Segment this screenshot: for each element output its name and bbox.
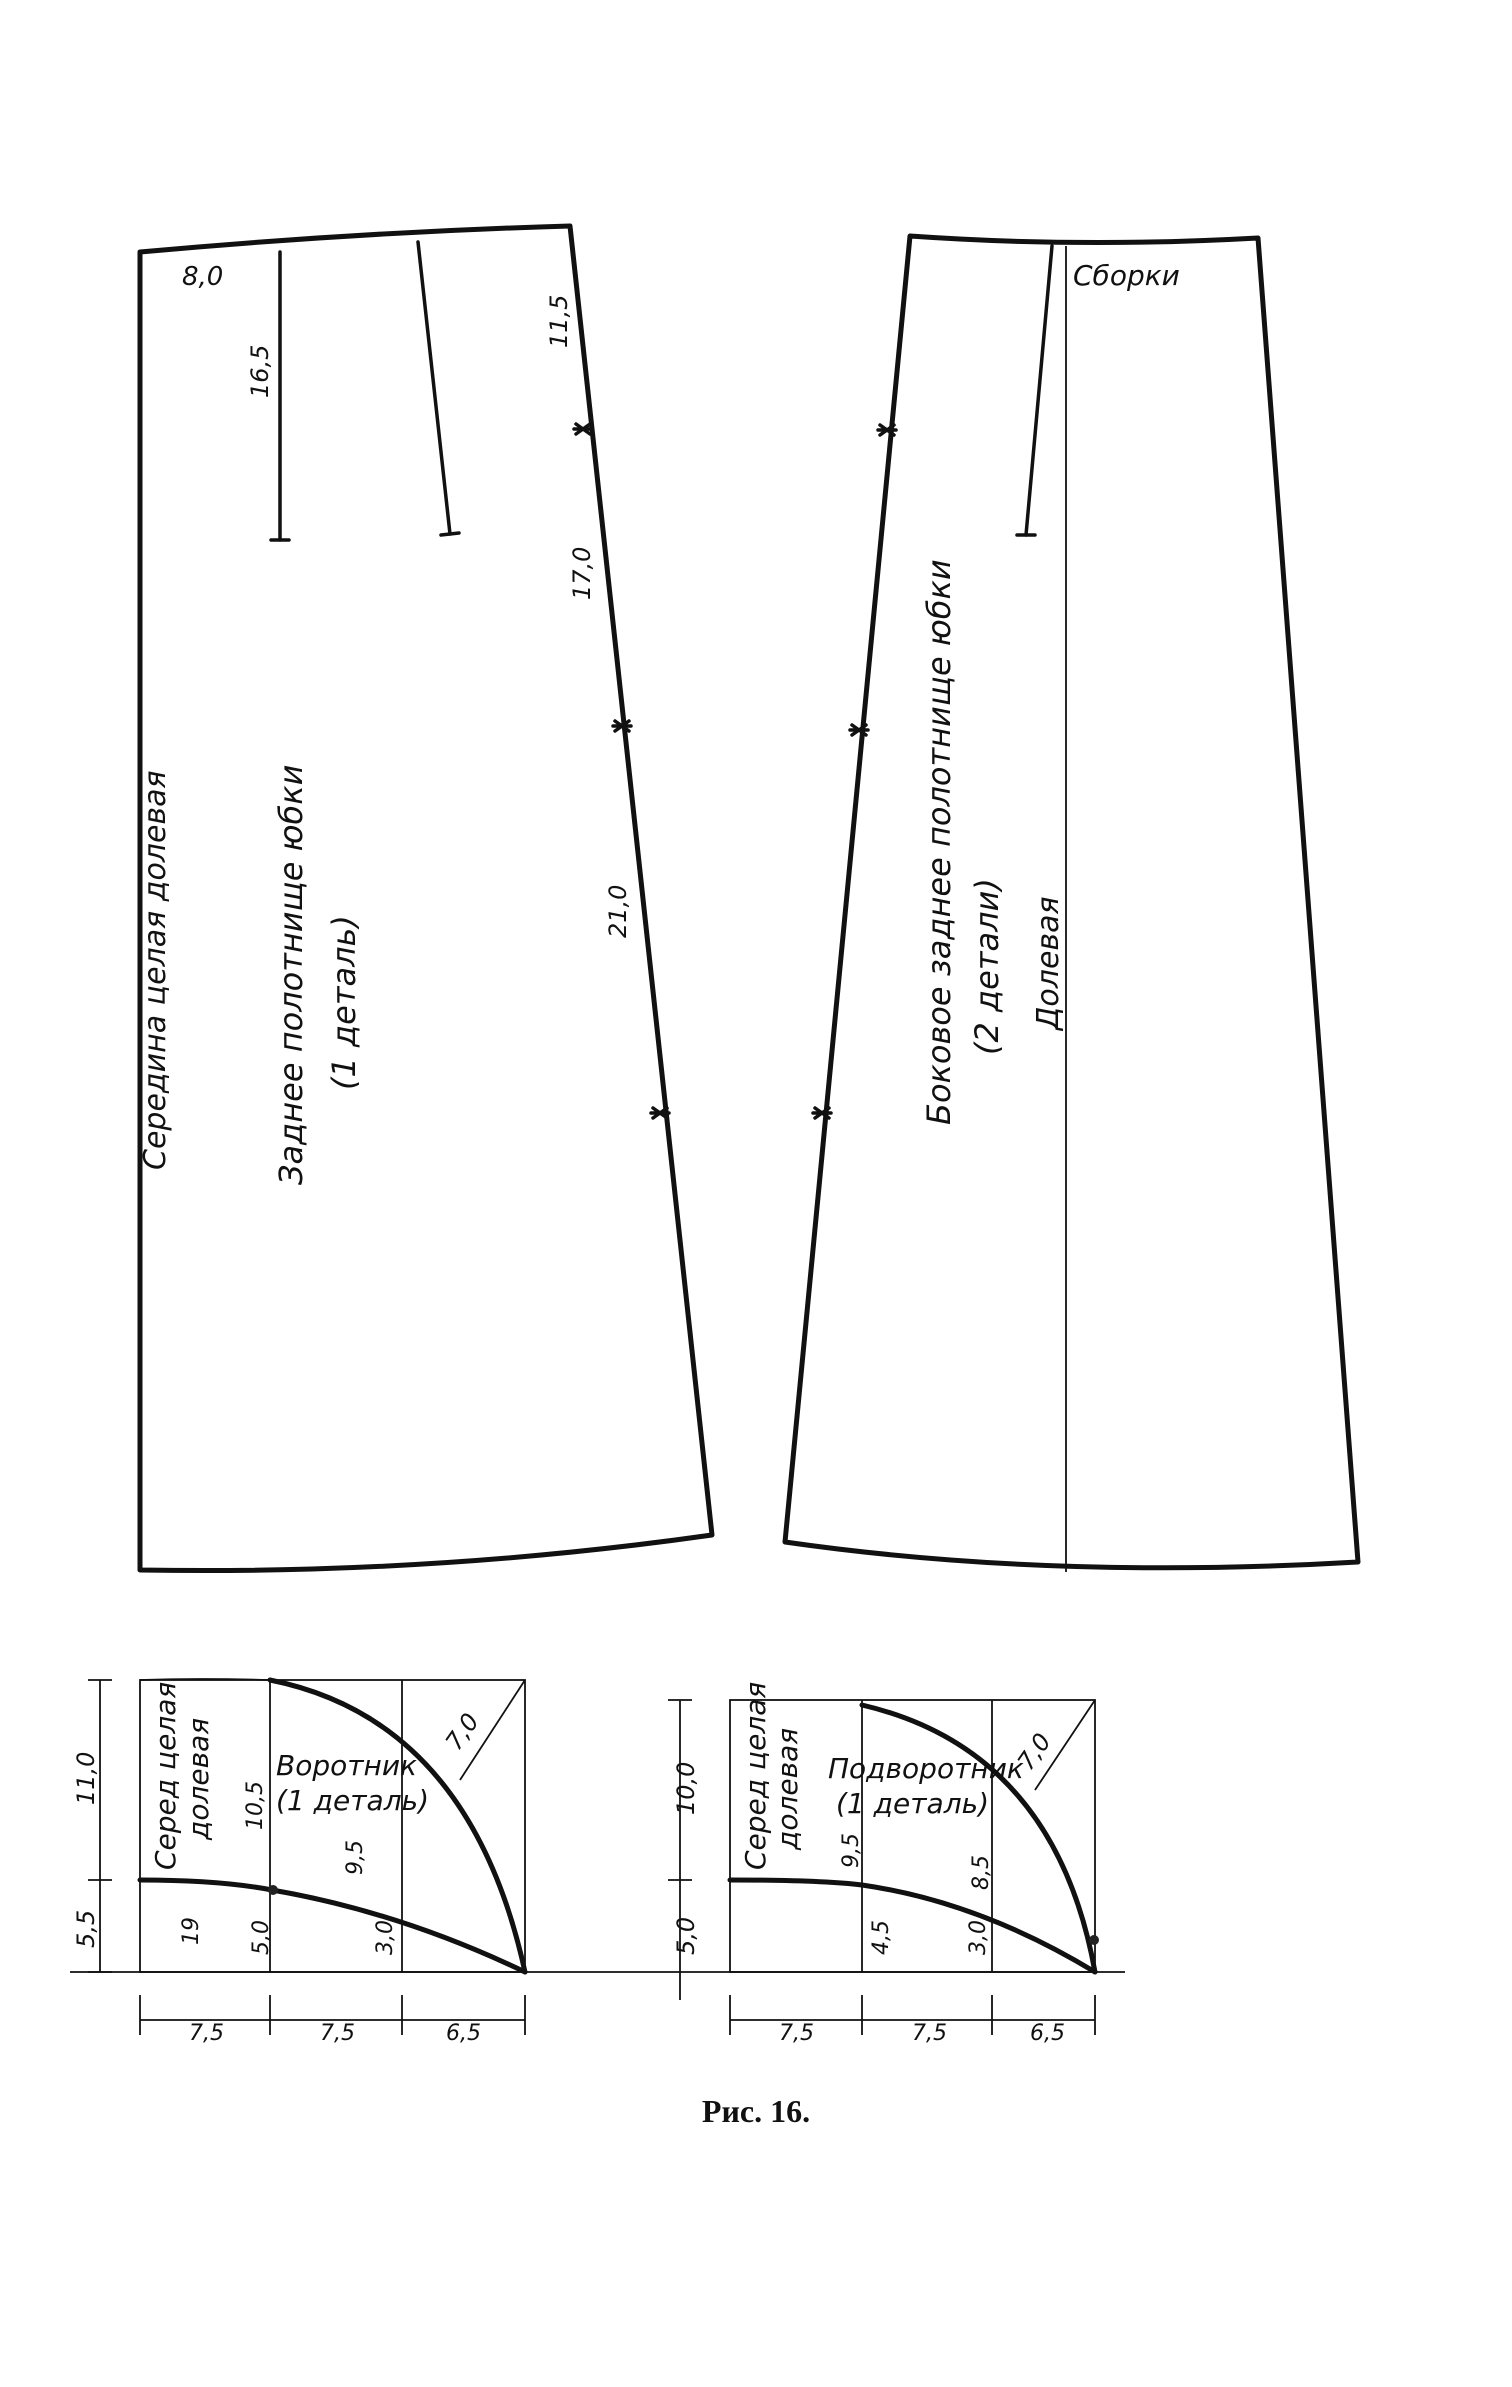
collar-draft: 11,0 5,5 Серед целая долевая Воротник (1… <box>70 1677 1125 2046</box>
undercollar-width-3: 6,5 <box>1030 2021 1065 2046</box>
back-side-segment-2: 17,0 <box>568 547 596 600</box>
collar-mark-5: 19 <box>179 1917 204 1945</box>
back-notches <box>572 422 671 1120</box>
back-panel-outline <box>137 223 715 1574</box>
figure-caption: Рис. 16. <box>702 2093 810 2129</box>
collar-count: (1 деталь) <box>276 1784 429 1817</box>
side-panel-title: Боковое заднее полотнище юбки <box>920 559 958 1125</box>
collar-width-1: 7,5 <box>189 2021 224 2046</box>
collar-mark-3: 5,0 <box>249 1920 274 1955</box>
undercollar-mark-2: 8,5 <box>969 1855 994 1890</box>
undercollar-width-1: 7,5 <box>779 2021 814 2046</box>
side-panel-count: (2 детали) <box>968 878 1006 1055</box>
collar-outer-edge <box>267 1677 528 1975</box>
collar-height-top: 11,0 <box>72 1752 100 1805</box>
back-panel-title: Заднее полотнище юбки <box>272 765 310 1185</box>
undercollar-mark-1: 9,5 <box>839 1833 864 1868</box>
undercollar-mark-4: 3,0 <box>966 1920 991 1955</box>
collar-center-label-2: долевая <box>182 1718 215 1841</box>
undercollar-outer-edge <box>859 1702 1098 1975</box>
collar-title: Воротник <box>276 1749 417 1782</box>
collar-mark-2: 9,5 <box>343 1840 368 1875</box>
collar-neck-edge <box>137 1877 528 1975</box>
undercollar-title: Подворотник <box>828 1752 1024 1785</box>
undercollar-height-bottom: 5,0 <box>672 1917 700 1955</box>
back-center-label: Середина целая долевая <box>138 770 173 1170</box>
undercollar-draft: 10,0 5,0 Серед целая долевая Подворотник… <box>668 1682 1099 2046</box>
collar-diag: 7,0 <box>440 1708 485 1755</box>
collar-center-label-1: Серед целая <box>149 1682 182 1870</box>
collar-mark-1: 10,5 <box>243 1781 268 1830</box>
collar-width-3: 6,5 <box>446 2021 481 2046</box>
undercollar-neck-edge <box>727 1877 1098 1975</box>
back-side-segment-1: 11,5 <box>545 295 573 348</box>
undercollar-center-label-2: долевая <box>771 1728 804 1851</box>
back-side-segment-3: 21,0 <box>604 885 632 938</box>
undercollar-width-2: 7,5 <box>912 2021 947 2046</box>
side-notches <box>811 423 898 1120</box>
back-skirt-panel: 8,0 16,5 11,5 17,0 21,0 Середина целая д… <box>137 223 715 1574</box>
collar-width-2: 7,5 <box>320 2021 355 2046</box>
side-back-skirt-panel: Сборки Боковое заднее полотнище юбки (2 … <box>782 233 1361 1572</box>
side-gathers-label: Сборки <box>1073 259 1180 292</box>
back-panel-count: (1 деталь) <box>325 915 363 1090</box>
back-dart-length: 16,5 <box>246 345 274 398</box>
back-dart-2 <box>416 240 452 536</box>
side-grain-label: Долевая <box>1031 896 1066 1032</box>
side-dart <box>1024 244 1054 537</box>
undercollar-center-label-1: Серед целая <box>739 1682 772 1870</box>
collar-height-bottom: 5,5 <box>72 1910 100 1948</box>
back-waist-measure: 8,0 <box>182 262 223 292</box>
collar-mark-4: 3,0 <box>373 1920 398 1955</box>
undercollar-mark-3: 4,5 <box>869 1920 894 1955</box>
side-panel-outline <box>782 233 1361 1571</box>
undercollar-count: (1 деталь) <box>836 1787 989 1820</box>
undercollar-height-top: 10,0 <box>672 1762 700 1815</box>
